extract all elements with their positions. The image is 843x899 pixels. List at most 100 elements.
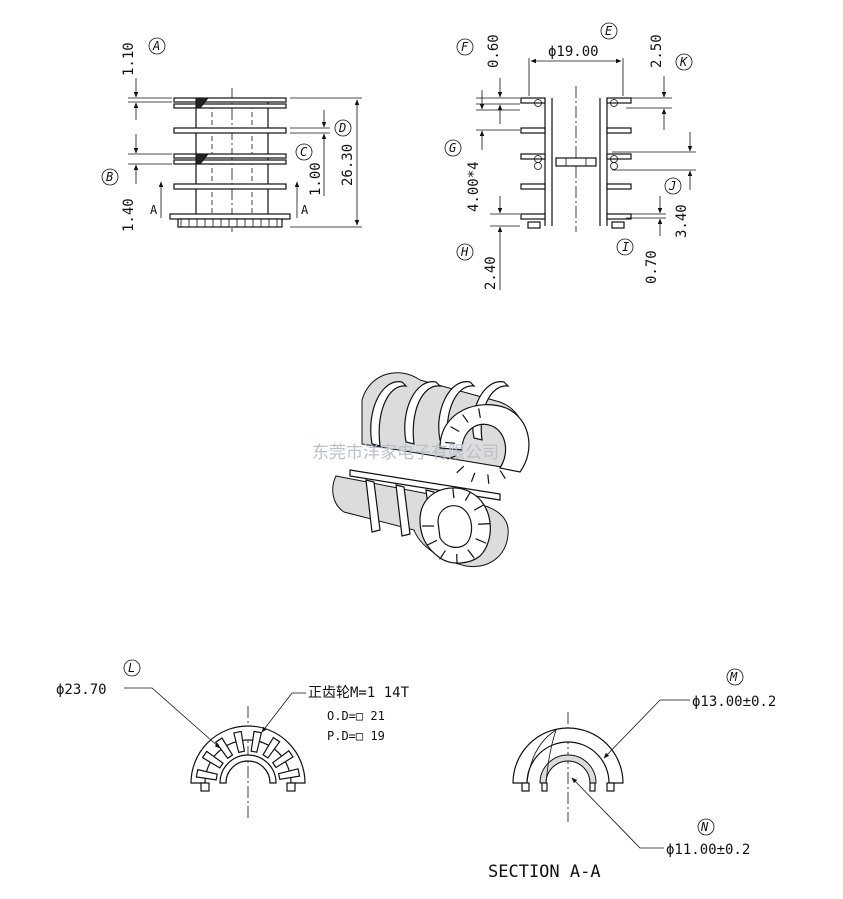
iso-lower-tooth: [452, 488, 455, 499]
dim-26-30: 26.30: [340, 144, 356, 186]
front-flange-top-a: [173, 97, 287, 103]
svg-text:B: B: [106, 170, 113, 184]
side-flange-left: [520, 153, 546, 160]
dim-1-10: 1.10: [121, 42, 137, 76]
dim-phi13: ϕ13.00±0.2: [692, 694, 776, 710]
front-flange-bottom: [169, 213, 291, 220]
iso-gear-tooth: [450, 426, 460, 433]
dim-1-40: 1.40: [121, 198, 137, 232]
side-flange-left: [520, 183, 546, 190]
side-flange-right: [606, 127, 632, 134]
callout-k: K: [675, 53, 693, 71]
callout-a: A: [148, 37, 166, 55]
dim-3-40: 3.40: [674, 204, 690, 238]
front-flange-2: [173, 127, 287, 134]
callout-n: N: [697, 818, 715, 836]
section-view: ϕ13.00±0.2 M ϕ11.00±0.2 N SECTION A-A: [488, 668, 776, 882]
svg-text:K: K: [679, 55, 688, 69]
section-half-ring: [512, 727, 624, 784]
front-view: 26.30 1.00 1.10 1.40 A A A B: [101, 37, 362, 232]
iso-upper-fin: [438, 381, 476, 443]
section-foot-right: [606, 782, 615, 792]
iso-gear-tooth: [499, 470, 506, 480]
gear-slots: [195, 730, 301, 781]
dim-phi23-70: ϕ23.70: [56, 682, 107, 698]
svg-text:M: M: [729, 670, 738, 684]
front-gear-teeth: [180, 219, 278, 227]
svg-text:F: F: [461, 40, 469, 54]
svg-text:G: G: [449, 141, 456, 155]
iso-lower-gear-ring: [419, 487, 491, 564]
callout-g: G: [444, 139, 462, 157]
iso-gear-tooth: [456, 465, 465, 474]
side-hole-tr: [610, 99, 618, 107]
dim-1-00: 1.00: [308, 162, 324, 196]
gear-slot: [250, 730, 263, 753]
svg-text:I: I: [622, 240, 629, 254]
section-title: SECTION A-A: [488, 862, 601, 882]
iso-gear-tooth: [462, 414, 469, 423]
side-flange-right: [606, 183, 632, 190]
gear-inner-ring: [219, 754, 277, 784]
iso-gear-tooth: [470, 472, 476, 482]
side-flange-right: [606, 213, 632, 220]
iso-upper-fins: [370, 381, 510, 447]
svg-text:A: A: [152, 39, 160, 53]
side-flange-left: [520, 213, 546, 220]
iso-upper-fin: [370, 381, 408, 447]
dim-2-50: 2.50: [649, 34, 665, 68]
callout-f: F: [456, 38, 474, 56]
iso-gear-tooth: [447, 455, 457, 460]
front-key-top: [195, 97, 210, 109]
gear-slot: [233, 730, 246, 754]
callout-b: B: [101, 168, 119, 186]
section-web-line: [526, 729, 557, 784]
leader-phi11: [571, 777, 664, 849]
isometric-view: 东莞市洋家电子有限公司: [312, 372, 530, 568]
svg-text:J: J: [668, 179, 676, 193]
iso-lower-tooth: [426, 539, 438, 546]
svg-text:E: E: [605, 24, 613, 38]
iso-upper-fin: [404, 381, 442, 445]
gear-foot-left: [200, 782, 210, 792]
iso-gear-tooth: [487, 474, 490, 484]
front-gear-base: [177, 218, 283, 228]
section-hatched-ring: [539, 754, 597, 784]
front-flange-top-b: [173, 103, 287, 109]
callout-j: J: [664, 177, 682, 195]
iso-lower-tooth: [464, 491, 471, 501]
gear-slot: [201, 750, 224, 769]
side-middle-slot: [555, 157, 597, 167]
iso-gear-tooth: [445, 441, 456, 444]
callout-h: H: [456, 243, 474, 261]
section-mark-right: A: [301, 203, 309, 217]
front-flange-mid-b: [173, 159, 287, 165]
svg-text:H: H: [460, 245, 469, 259]
side-flange-right: [606, 97, 632, 104]
section-mark-left: A: [150, 203, 158, 217]
side-pin-right: [611, 221, 625, 229]
front-flange-4: [173, 183, 287, 190]
iso-lower-tooth: [477, 523, 490, 525]
gear-note-line3: P.D=□ 19: [327, 729, 385, 743]
dim-phi19: ϕ19.00: [548, 44, 599, 60]
dim-phi11: ϕ11.00±0.2: [666, 842, 750, 858]
svg-text:C: C: [300, 145, 308, 159]
side-view: ϕ19.00 0.60 2.50 4.00*4 2.40 3.40: [444, 22, 696, 290]
gear-slot: [262, 736, 281, 759]
callout-i: I: [616, 238, 634, 256]
section-foot-left: [521, 782, 530, 792]
iso-lower-fin: [365, 479, 381, 533]
side-pin-left: [527, 221, 541, 229]
side-flanges: [520, 97, 632, 220]
gear-slot: [195, 768, 218, 781]
leader-phi13: [603, 699, 690, 759]
iso-lower-gear-teeth: [422, 488, 490, 565]
gear-foot-right: [286, 782, 296, 792]
callout-c: C: [295, 143, 313, 161]
callout-e: E: [600, 22, 618, 40]
svg-text:N: N: [700, 820, 709, 834]
iso-gear-ring: [439, 404, 530, 484]
iso-lower-tooth: [467, 549, 475, 559]
